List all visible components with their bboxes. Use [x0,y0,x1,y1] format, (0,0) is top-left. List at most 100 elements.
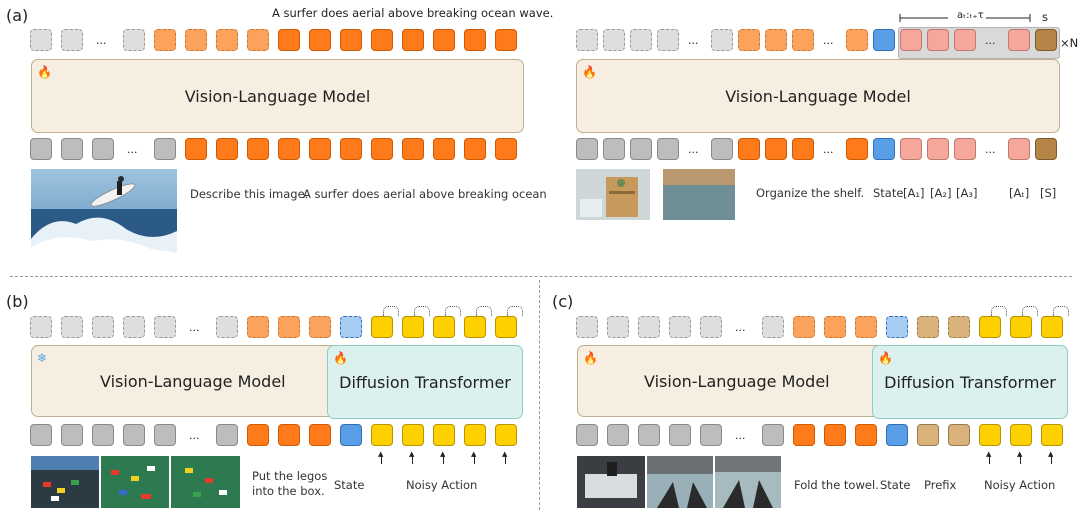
fire-icon: 🔥 [37,65,52,79]
token [886,316,908,338]
token [247,138,269,160]
shelf-image-1 [576,169,650,220]
token [793,424,815,446]
c-bottom-tokens: ... ▲ ▲ ▲ [576,424,1066,464]
token [402,424,424,446]
a-left-vlm-label: Vision-Language Model [184,86,371,106]
token [309,29,331,51]
snowflake-icon: ❄ [37,351,48,365]
token [340,29,362,51]
ellipsis: ... [189,429,200,442]
panel-c-label: (c) [552,292,574,311]
b-noisy-action: Noisy Action [406,478,478,492]
a-repeat-label: ×N [1060,36,1079,50]
ellipsis: ... [823,34,834,47]
token [700,424,722,446]
ellipsis: ... [823,143,834,156]
token [216,29,238,51]
token [638,316,660,338]
token [402,316,424,338]
vertical-separator [539,280,540,510]
surfer-image [31,169,177,260]
token [495,138,517,160]
arrow-up-icon: ▲ [409,450,415,458]
token [433,316,455,338]
token [927,138,949,160]
token [92,138,114,160]
token [402,29,424,51]
token [669,316,691,338]
towel-image-2 [647,456,713,508]
token [495,316,517,338]
lego-image-1 [31,456,99,508]
b-top-tokens: ... [30,306,523,342]
token [278,138,300,160]
token [340,424,362,446]
token [216,138,238,160]
panel-a-output-caption: A surfer does aerial above breaking ocea… [272,6,554,20]
token [576,424,598,446]
c-state: State [880,478,911,492]
towel-image-1 [577,456,645,508]
token [30,29,52,51]
token [711,29,733,51]
token [603,138,625,160]
arrow-up-icon: ▲ [1048,450,1054,458]
token [309,424,331,446]
towel-image-3 [715,456,781,508]
token [247,316,269,338]
a-left-top-tokens: ... [30,29,520,55]
token [657,29,679,51]
c-vlm-label: Vision-Language Model [644,371,830,391]
token [340,138,362,160]
token [216,316,238,338]
token [954,29,976,51]
fire-icon: 🔥 [333,351,348,365]
token [607,424,629,446]
token [979,316,1001,338]
token [309,138,331,160]
token [792,138,814,160]
token [433,424,455,446]
horizontal-separator [10,276,1072,277]
token [30,316,52,338]
arrow-up-icon: ▲ [986,450,992,458]
b-vlm-box: Vision-Language Model [31,345,351,417]
ellipsis: ... [96,34,107,47]
token [711,138,733,160]
recurrence-arrow [507,306,523,316]
token [464,138,486,160]
token [824,316,846,338]
token [371,316,393,338]
token [927,29,949,51]
ellipsis: ... [735,429,746,442]
token [873,138,895,160]
a-brace [898,9,1033,29]
ellipsis: ... [688,34,699,47]
token [92,424,114,446]
token [900,29,922,51]
arrow-up-icon: ▲ [1017,450,1023,458]
b-state: State [334,478,365,492]
shelf-image-2 [663,169,735,220]
token [954,138,976,160]
token [948,424,970,446]
recurrence-arrow [383,306,399,316]
a-action-group [898,27,1060,59]
token [765,29,787,51]
token [495,29,517,51]
a-state-brace-label: s [1042,10,1048,24]
token [738,29,760,51]
a-right-top-tokens: ......... [576,29,1057,55]
token [278,424,300,446]
a-token-a2: [A₂] [930,186,952,200]
recurrence-arrow [414,306,430,316]
arrow-up-icon: ▲ [440,450,446,458]
token [433,29,455,51]
b-vlm-label: Vision-Language Model [100,371,286,391]
token [61,316,83,338]
token [738,138,760,160]
token [1010,316,1032,338]
token [765,138,787,160]
token [92,316,114,338]
